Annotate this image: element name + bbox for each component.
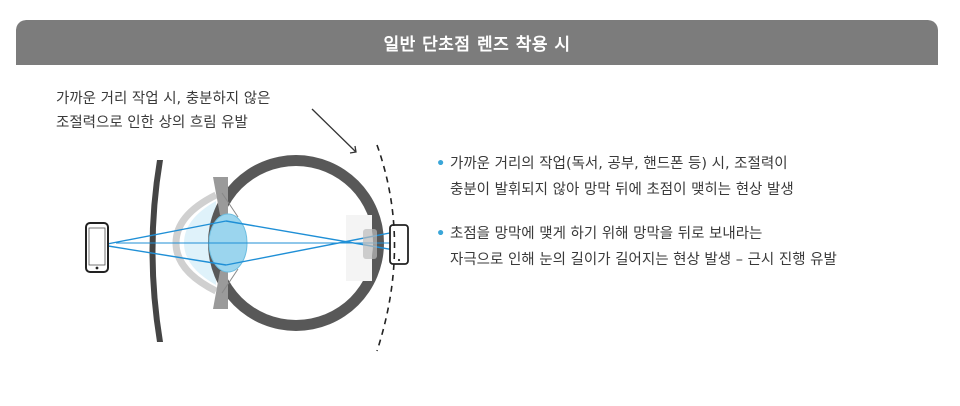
bullet-line: 충분이 발휘되지 않아 망막 뒤에 초점이 맺히는 현상 발생	[450, 182, 794, 198]
bullet-line: 자극으로 인해 눈의 길이가 길어지는 현상 발생 – 근시 진행 유발	[450, 252, 837, 268]
callout-pointer-arrowhead	[349, 145, 357, 154]
smartphone-icon	[85, 222, 109, 273]
zonule-line-2	[221, 268, 239, 294]
bullet-item: • 가까운 거리의 작업(독서, 공부, 핸드폰 등) 시, 조절력이 충분이 …	[436, 151, 926, 203]
panel-header: 일반 단초점 렌즈 착용 시	[16, 20, 938, 65]
light-ray-bottom-in	[101, 244, 227, 266]
bullet-line: 가까운 거리의 작업(독서, 공부, 핸드폰 등) 시, 조절력이	[450, 156, 788, 172]
smartphone-icon	[389, 224, 409, 265]
iris-top	[213, 177, 228, 215]
callout-pointer-line	[311, 108, 357, 153]
panel-title: 일반 단초점 렌즈 착용 시	[383, 35, 571, 55]
bullet-dot-icon: •	[436, 226, 446, 242]
bullet-list: • 가까운 거리의 작업(독서, 공부, 핸드폰 등) 시, 조절력이 충분이 …	[436, 151, 926, 291]
dashed-retina-arc	[376, 144, 396, 352]
bullet-line: 초점을 망막에 맺게 하기 위해 망막을 뒤로 보내라는	[450, 226, 763, 242]
callout-line-2: 조절력으로 인한 상의 흐림 유발	[56, 115, 248, 131]
light-ray-top-in	[101, 220, 227, 246]
callout-text: 가까운 거리 작업 시, 충분하지 않은 조절력으로 인한 상의 흐림 유발	[56, 87, 270, 135]
diagram-panel: 일반 단초점 렌즈 착용 시 가까운 거리 작업 시, 충분하지 않은 조절력으…	[16, 20, 938, 382]
callout-line-1: 가까운 거리 작업 시, 충분하지 않은	[56, 91, 271, 107]
eye-diagram	[85, 108, 409, 352]
zonule-line-1	[221, 192, 239, 218]
blurred-image	[363, 229, 377, 259]
iris-bottom	[213, 271, 228, 309]
diagram-content: 가까운 거리 작업 시, 충분하지 않은 조절력으로 인한 상의 흐림 유발	[16, 65, 938, 382]
spectacle-lens	[149, 160, 163, 342]
bullet-dot-icon: •	[436, 156, 446, 172]
bullet-item: • 초점을 망막에 맺게 하기 위해 망막을 뒤로 보내라는 자극으로 인해 눈…	[436, 221, 926, 273]
